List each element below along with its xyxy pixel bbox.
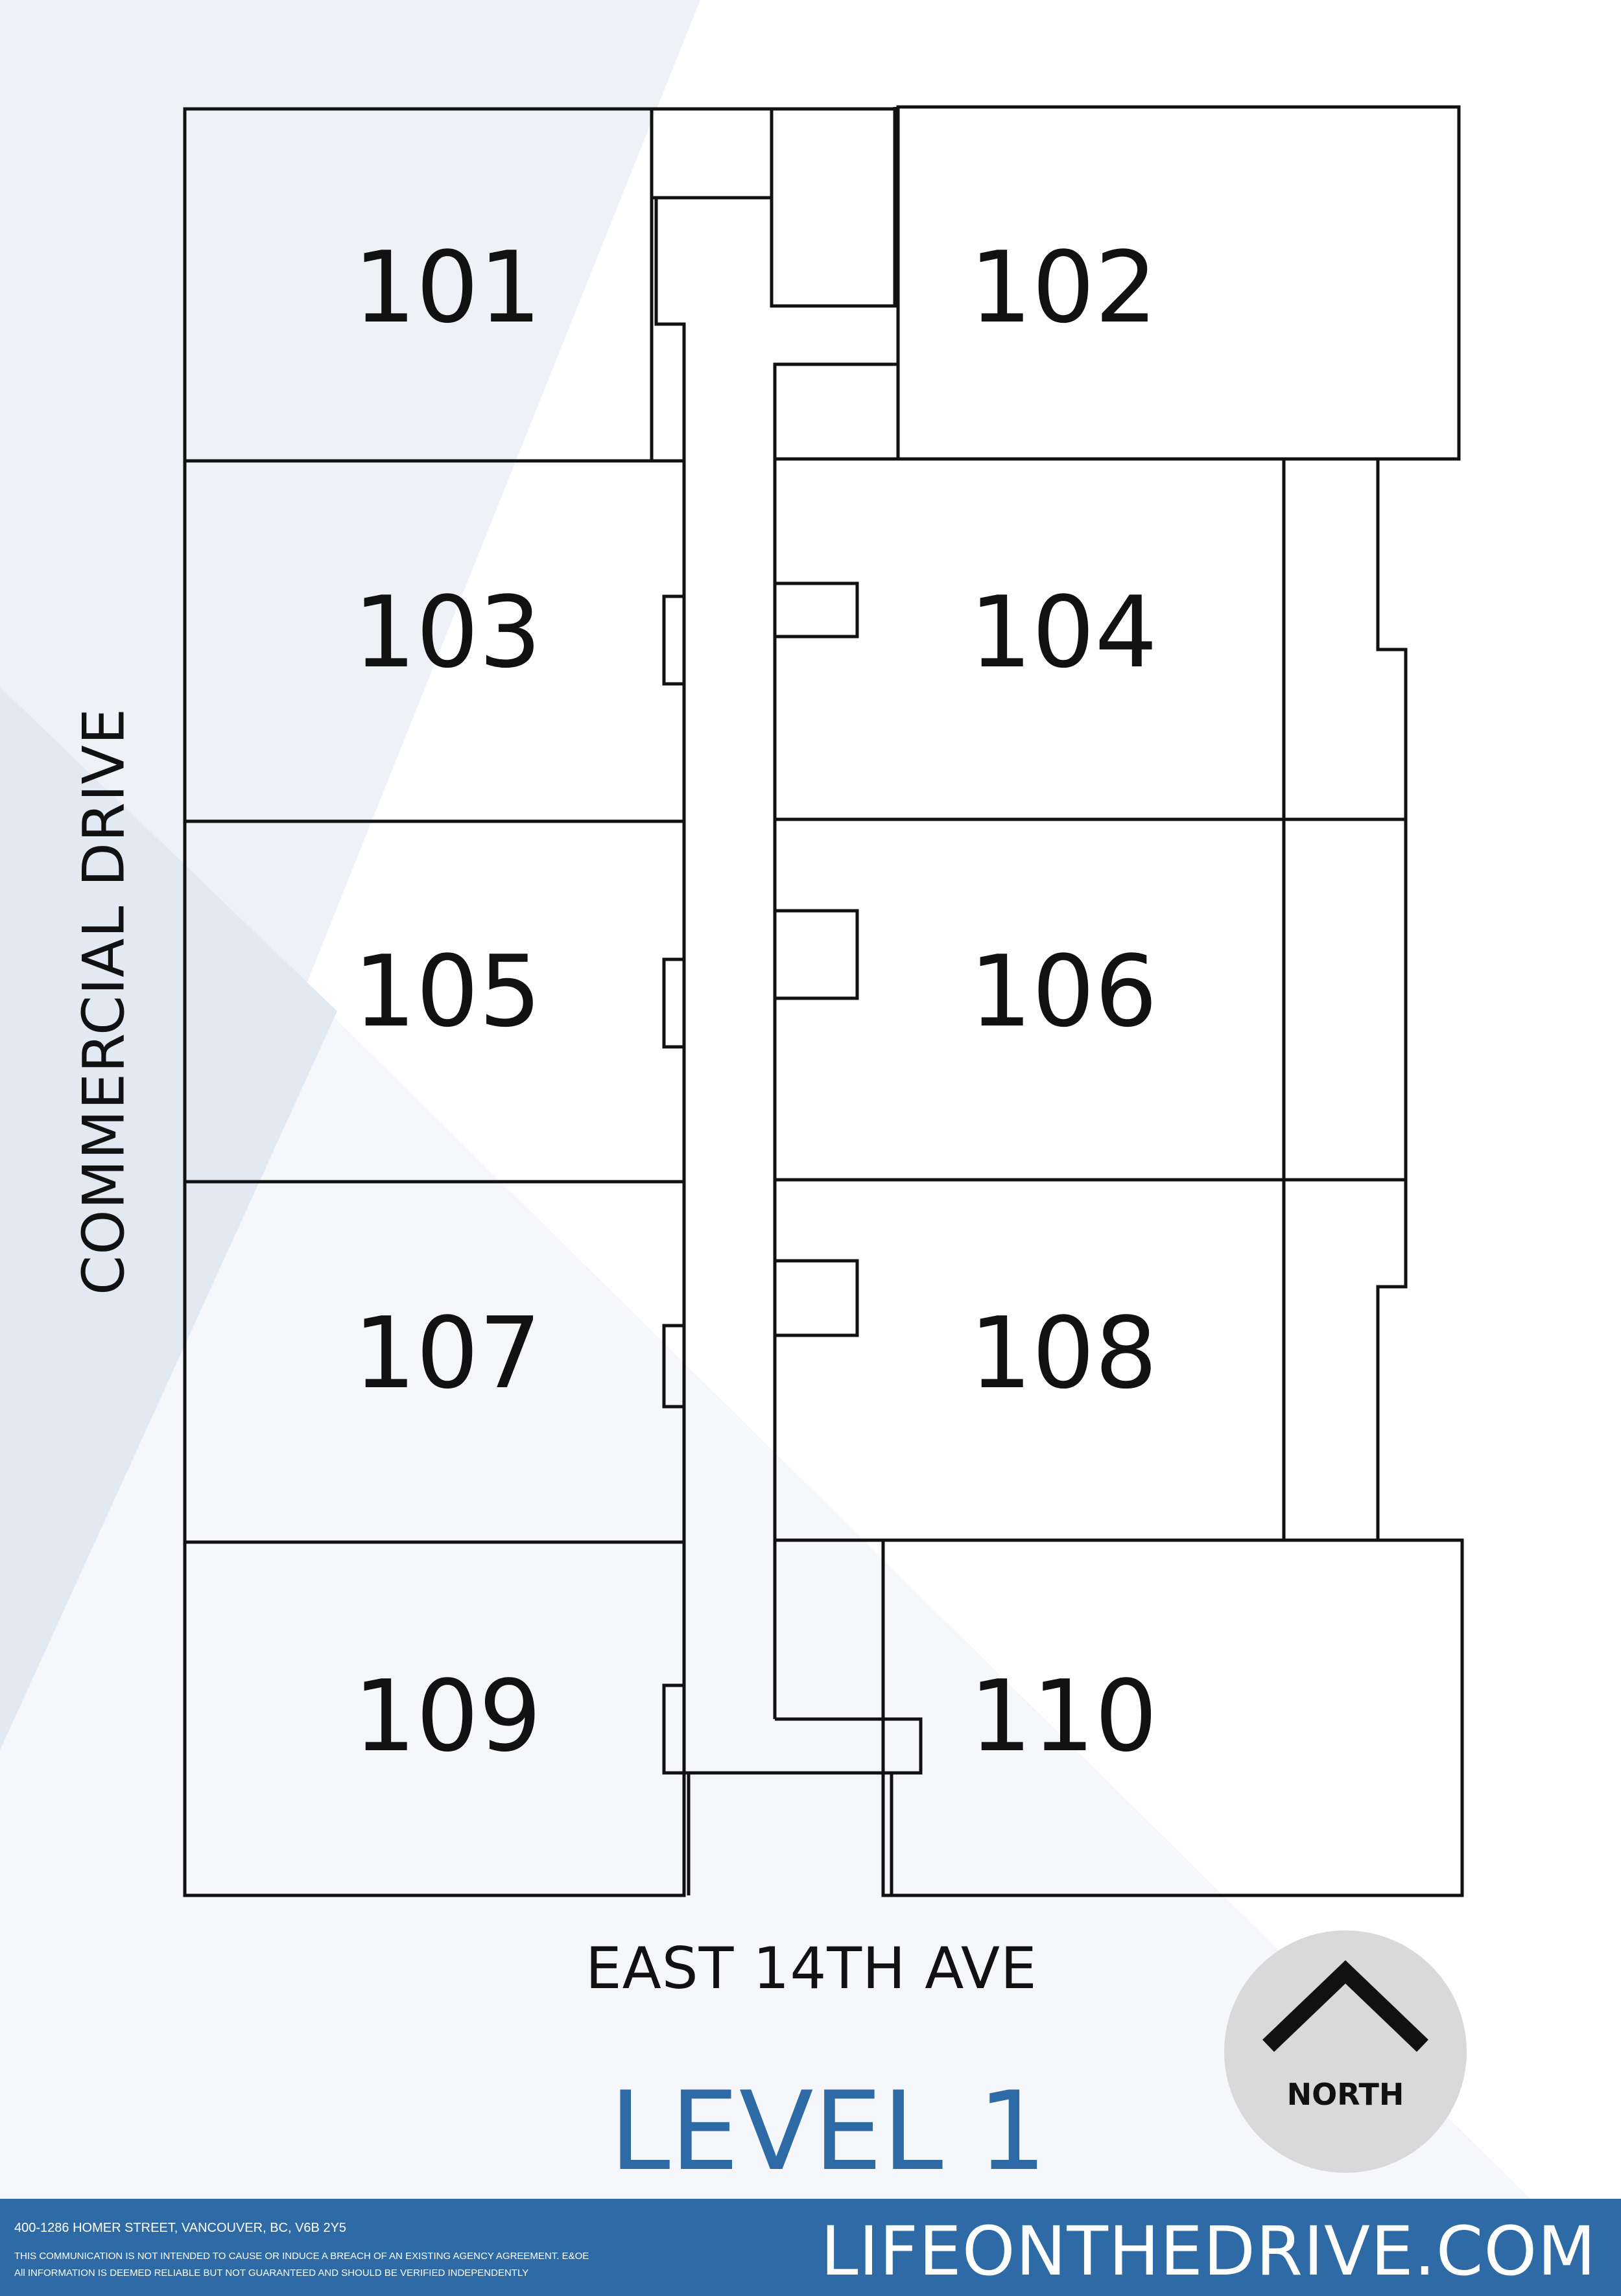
footer-disclaimer: THIS COMMUNICATION IS NOT INTENDED TO CA… [14,2251,589,2262]
unit-label-110: 110 [969,1659,1157,1774]
unit-label-103: 103 [353,575,541,690]
corridor [650,107,923,1895]
north-compass: NORTH [1224,1930,1467,2173]
street-label-commercial-drive: COMMERCIAL DRIVE [70,707,137,1296]
unit-label-105: 105 [353,934,541,1049]
unit-label-108: 108 [969,1296,1157,1411]
footer-bar: 400-1286 HOMER STREET, VANCOUVER, BC, V6… [0,2199,1621,2296]
street-label-east-14th-ave: EAST 14TH AVE [586,1935,1037,2002]
unit-label-104: 104 [969,575,1157,690]
unit-label-101: 101 [353,230,541,345]
north-arrow-icon [1262,1960,1428,2052]
compass-label: NORTH [1286,2077,1404,2112]
unit-label-106: 106 [969,934,1157,1049]
footer-disclaimer: All INFORMATION IS DEEMED RELIABLE BUT N… [14,2267,529,2278]
website-link[interactable]: LIFEONTHEDRIVE.COM [820,2212,1596,2291]
footer-address: 400-1286 HOMER STREET, VANCOUVER, BC, V6… [14,2221,347,2235]
unit-label-107: 107 [353,1296,541,1411]
unit-label-102: 102 [969,230,1157,345]
service-corridor [1284,457,1408,1542]
unit-109[interactable] [183,1540,686,1897]
level-title: LEVEL 1 [609,2068,1047,2195]
unit-label-109: 109 [353,1659,541,1774]
